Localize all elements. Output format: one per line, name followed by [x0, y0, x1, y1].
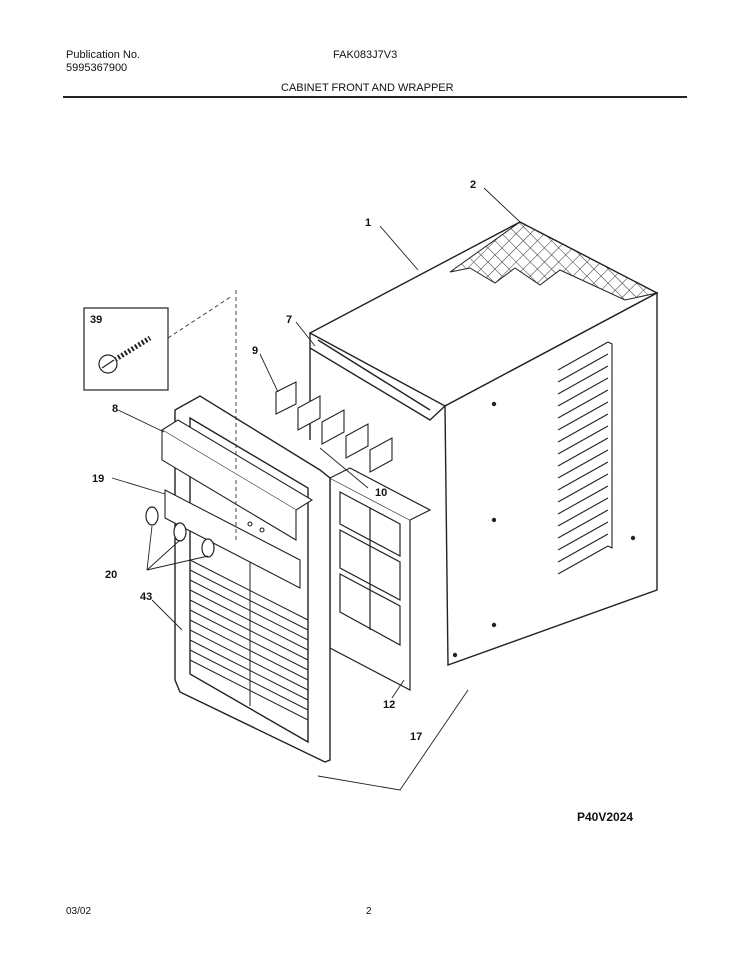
footer-date: 03/02 [66, 906, 92, 917]
air-filter [329, 467, 432, 691]
publication-label: Publication No. [66, 49, 140, 61]
front-grille-louvers [189, 559, 309, 721]
callout-43: 43 [140, 591, 152, 603]
screw-holes [452, 401, 636, 658]
seal-clips [275, 381, 393, 473]
section-title: CABINET FRONT AND WRAPPER [281, 82, 454, 94]
callout-2: 2 [470, 179, 476, 191]
callout-7: 7 [286, 314, 292, 326]
screw-inset [83, 307, 169, 391]
leader-lines [111, 187, 521, 791]
publication-number: 5995367900 [66, 62, 128, 74]
control-knobs [145, 506, 215, 558]
cabinet-wrapper [308, 221, 659, 666]
rear-mesh-gasket [449, 221, 659, 301]
callout-8: 8 [112, 403, 118, 415]
callout-19: 19 [92, 473, 104, 485]
side-louvers [557, 341, 613, 575]
assembly-lines [167, 290, 237, 540]
callout-20: 20 [105, 569, 117, 581]
header-rule [63, 96, 687, 98]
callout-10: 10 [375, 487, 387, 499]
control-panel [164, 489, 301, 589]
model-number: FAK083J7V3 [333, 49, 398, 61]
callout-12: 12 [383, 699, 395, 711]
callout-1: 1 [365, 217, 371, 229]
diagram-code: P40V2024 [577, 810, 634, 824]
callout-39: 39 [90, 314, 102, 326]
callout-numbers: 1 2 7 8 9 10 12 17 19 20 39 43 [90, 179, 476, 743]
discharge-louver [160, 419, 314, 541]
page-number: 2 [366, 906, 372, 917]
callout-9: 9 [252, 345, 258, 357]
callout-17: 17 [410, 731, 422, 743]
